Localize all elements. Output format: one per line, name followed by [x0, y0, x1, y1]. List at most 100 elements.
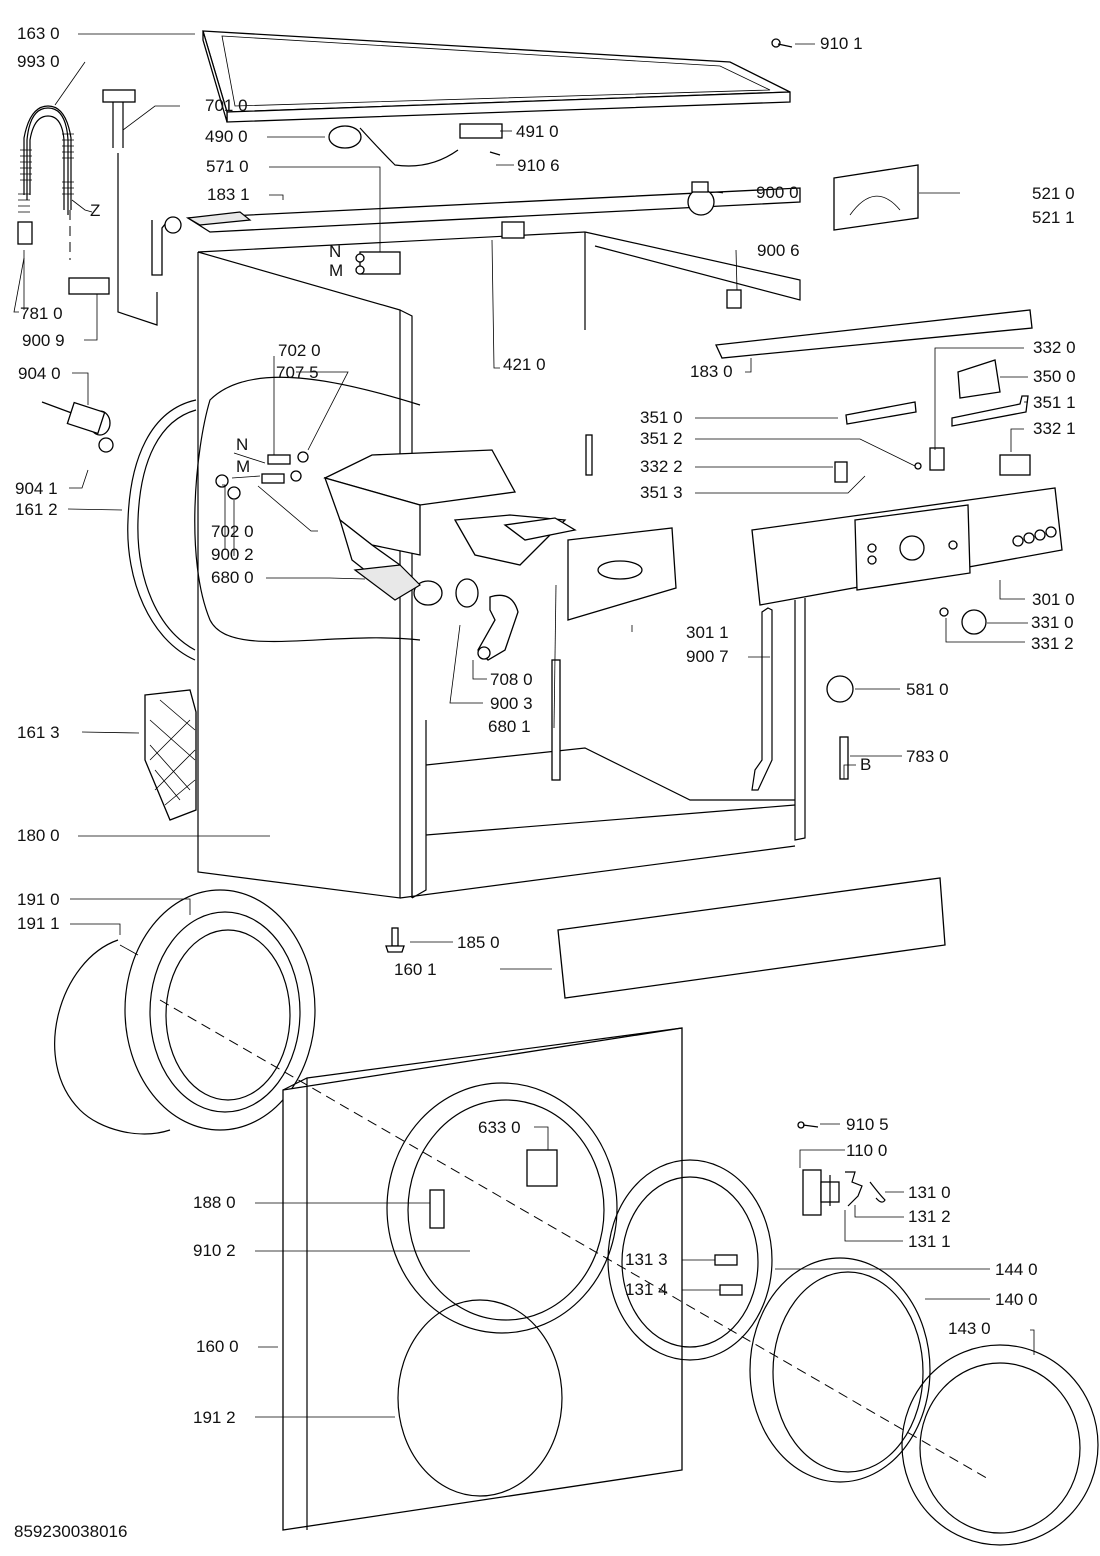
- part-label-571-0: 571 0: [206, 157, 249, 176]
- part-label-331-2: 331 2: [1031, 634, 1074, 653]
- part-label-680-0: 680 0: [211, 568, 254, 587]
- part-label-144-0: 144 0: [995, 1260, 1038, 1279]
- callout-m-valve: M: [329, 261, 344, 280]
- part-label-708-0: 708 0: [490, 670, 533, 689]
- part-label-110-0: 110 0: [846, 1141, 888, 1160]
- part-label-900-9: 900 9: [22, 331, 65, 350]
- door-lock-bracket-part: [526, 1149, 558, 1187]
- door-hinge-part: [429, 1189, 445, 1229]
- screw-part: [771, 38, 793, 48]
- callout-n-valve: N: [329, 242, 342, 261]
- top-strip-part: [185, 187, 801, 233]
- top-cover-part: [202, 30, 791, 123]
- part-label-331-0: 331 0: [1031, 613, 1074, 632]
- part-label-490-0: 490 0: [205, 127, 248, 146]
- electronic-module-part: [833, 164, 919, 231]
- part-label-702-0-top: 702 0: [278, 341, 321, 360]
- callout-b: B: [860, 755, 872, 774]
- part-label-161-3: 161 3: [17, 723, 60, 742]
- clamp-ring-wire: [54, 939, 171, 1135]
- adjustable-foot-part: [385, 927, 405, 953]
- part-label-993-0: 993 0: [17, 52, 60, 71]
- part-label-581-0: 581 0: [906, 680, 949, 699]
- pressure-switch-part: [826, 675, 854, 703]
- part-label-707-5: 707 5: [276, 363, 319, 382]
- part-label-910-5: 910 5: [846, 1115, 889, 1134]
- part-label-131-0: 131 0: [908, 1183, 951, 1202]
- light-guide-l-part: [951, 395, 1029, 427]
- part-label-183-0: 183 0: [690, 362, 733, 381]
- part-label-301-0: 301 0: [1032, 590, 1075, 609]
- control-panel-part: [751, 487, 1063, 606]
- light-guide-part: [845, 401, 917, 425]
- part-label-332-0: 332 0: [1033, 338, 1076, 357]
- nozzle-parts: [215, 451, 309, 500]
- push-button-parts: [834, 447, 1031, 483]
- door-glass-part: [749, 1257, 931, 1483]
- wire-harness-part: [751, 607, 773, 791]
- sump-hose-part: [455, 578, 519, 661]
- part-label-521-1: 521 1: [1032, 208, 1075, 227]
- pump-filter-part: [41, 401, 114, 453]
- part-label-131-3: 131 3: [625, 1250, 668, 1269]
- part-label-191-1: 191 1: [17, 914, 60, 933]
- door-lock-part: [501, 221, 525, 239]
- part-label-301-1: 301 1: [686, 623, 729, 642]
- mains-plug-part: [328, 125, 459, 167]
- part-label-680-1: 680 1: [488, 717, 531, 736]
- cutaway-outline: [194, 376, 421, 643]
- part-label-491-0: 491 0: [516, 122, 559, 141]
- door-handle-part: [797, 1121, 886, 1216]
- drain-hose-part: [17, 105, 74, 310]
- part-label-161-2: 161 2: [15, 500, 58, 519]
- part-label-900-6: 900 6: [757, 241, 800, 260]
- inner-door-frame-part: [607, 1159, 773, 1361]
- part-label-421-0: 421 0: [503, 355, 546, 374]
- plinth-grille-part: [144, 689, 197, 821]
- outer-door-frame-part: [901, 1344, 1099, 1546]
- inlet-hose-part: [102, 89, 182, 326]
- part-label-910-6: 910 6: [517, 156, 560, 175]
- part-label-702-0-bottom: 702 0: [211, 522, 254, 541]
- part-label-633-0: 633 0: [478, 1118, 521, 1137]
- part-label-143-0: 143 0: [948, 1319, 991, 1338]
- part-label-180-0: 180 0: [17, 826, 60, 845]
- pump-clip-part: [687, 181, 715, 216]
- part-label-351-0: 351 0: [640, 408, 683, 427]
- interference-filter-part: [459, 123, 503, 139]
- part-label-900-3: 900 3: [490, 694, 533, 713]
- part-label-910-2: 910 2: [193, 1241, 236, 1260]
- part-label-351-3: 351 3: [640, 483, 683, 502]
- part-label-350-0: 350 0: [1033, 367, 1076, 386]
- callout-n-nozzle: N: [236, 435, 249, 454]
- display-pcb-part: [957, 359, 1001, 399]
- cable-clip-part: [726, 289, 742, 309]
- part-label-900-7: 900 7: [686, 647, 729, 666]
- part-label-904-1: 904 1: [15, 479, 58, 498]
- cabinet-part: [197, 231, 806, 899]
- part-label-701-0: 701 0: [205, 96, 248, 115]
- part-label-140-0: 140 0: [995, 1290, 1038, 1309]
- part-label-191-2: 191 2: [193, 1408, 236, 1427]
- water-valve-part: [355, 251, 401, 275]
- plinth-panel-part: [557, 877, 946, 999]
- part-label-332-1: 332 1: [1033, 419, 1076, 438]
- dispenser-housing-part: [323, 449, 517, 606]
- part-label-160-1: 160 1: [394, 960, 437, 979]
- door-gasket-part: [54, 889, 316, 1135]
- part-label-191-0: 191 0: [17, 890, 60, 909]
- rear-panel-gasket: [127, 399, 197, 661]
- callout-z: Z: [90, 201, 101, 220]
- part-label-351-2: 351 2: [640, 429, 683, 448]
- detergent-drawer-part: [453, 514, 677, 621]
- part-label-131-2: 131 2: [908, 1207, 951, 1226]
- part-label-188-0: 188 0: [193, 1193, 236, 1212]
- part-label-183-1: 183 1: [207, 185, 250, 204]
- hose-clip-part: [68, 277, 110, 295]
- program-knob-part: [939, 607, 987, 635]
- part-label-910-1: 910 1: [820, 34, 863, 53]
- document-code: 859230038016: [14, 1522, 128, 1541]
- front-panel-part: [282, 1027, 683, 1531]
- leader-lines: [13, 33, 1035, 1418]
